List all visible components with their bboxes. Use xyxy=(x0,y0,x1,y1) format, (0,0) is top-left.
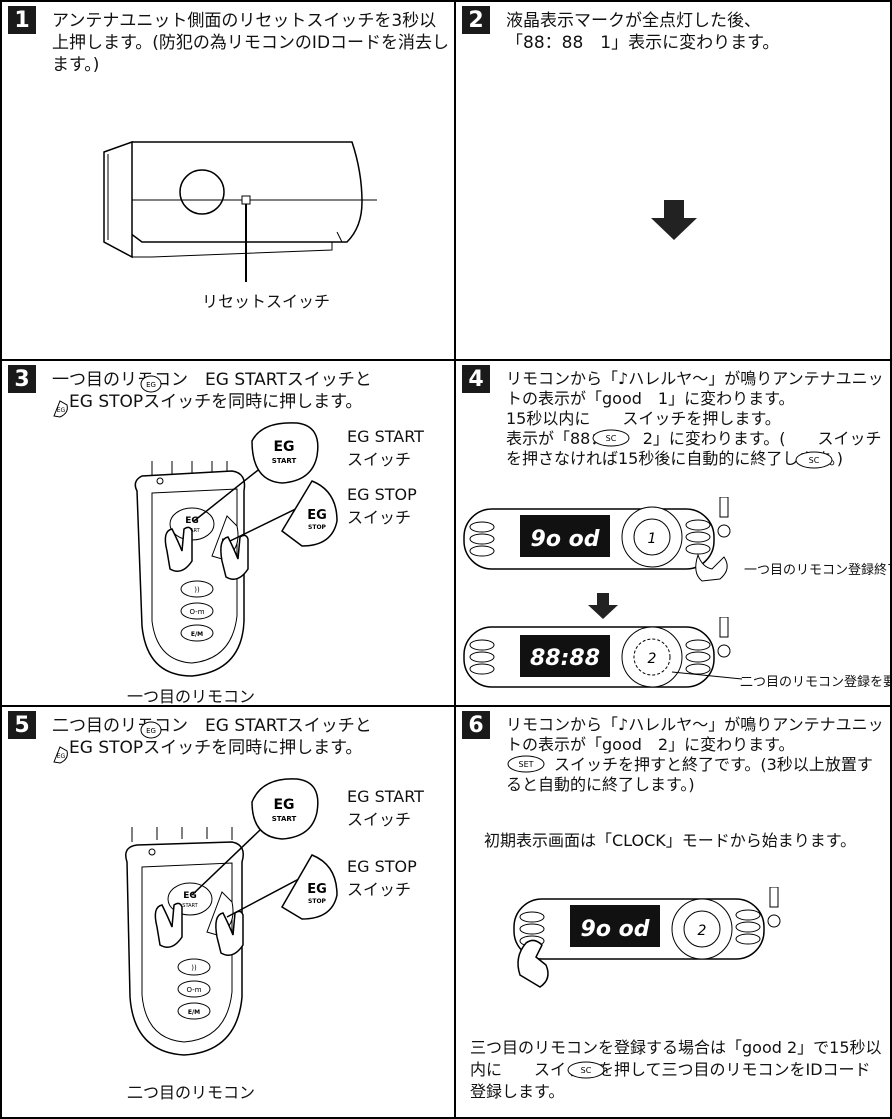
svg-text:E/M: E/M xyxy=(191,631,203,638)
eg-stop-icon-2: EG xyxy=(53,746,68,764)
eg-stop-switch-label-2: EG STOP スイッチ xyxy=(347,857,417,899)
svg-text:9o od: 9o od xyxy=(581,917,650,942)
set-button-icon: SET xyxy=(507,755,545,773)
svg-text:EG: EG xyxy=(307,508,327,523)
svg-text:START: START xyxy=(182,903,198,909)
remote-control-1-illustration: EG START EG )) O-m E/M EG START EG STOP xyxy=(134,422,338,677)
down-arrow-icon xyxy=(651,200,697,240)
step-5-number: 5 xyxy=(8,711,36,739)
display-unit-good-1: 9o od 1 xyxy=(463,497,731,582)
svg-text:EG: EG xyxy=(146,381,156,389)
svg-text:1: 1 xyxy=(648,531,657,547)
eg-start-icon: EG xyxy=(140,375,162,393)
svg-text:2: 2 xyxy=(648,651,657,667)
step-3-panel: 3 一つ目のリモコン EG STARTスイッチと EG STOPスイッチを同時に… xyxy=(0,359,456,707)
eg-stop-icon: EG xyxy=(53,400,68,418)
eg-start-switch-label-2: EG START スイッチ xyxy=(347,787,424,829)
antenna-unit-illustration xyxy=(103,140,377,282)
eg-stop-switch-label: EG STOP スイッチ xyxy=(347,485,417,527)
down-arrow-icon-2 xyxy=(588,593,618,619)
svg-text:SC: SC xyxy=(581,1066,592,1075)
svg-text:)): )) xyxy=(191,964,197,972)
eg-start-icon-2: EG xyxy=(140,721,162,739)
svg-text:EG: EG xyxy=(57,753,66,760)
step-2-text: 液晶表示マークが全点灯した後、 「88：88 1」表示に変わります。 xyxy=(506,11,780,53)
step-6-panel: 6 リモコンから「♪ハレルヤ～」が鳴りアンテナユニットの表示が「good 2」に… xyxy=(454,705,892,1119)
svg-text:EG: EG xyxy=(273,439,294,455)
svg-text:EG: EG xyxy=(185,516,199,526)
svg-text:START: START xyxy=(272,815,297,823)
sc-button-icon-2: SC xyxy=(795,451,833,469)
registration-done-label: 一つ目のリモコン登録終了 xyxy=(744,563,892,578)
svg-text:9o od: 9o od xyxy=(531,527,600,552)
svg-text:E/M: E/M xyxy=(188,1009,200,1016)
sc-button-icon-3: SC xyxy=(567,1061,605,1079)
reset-switch-label: リセットスイッチ xyxy=(202,292,331,311)
step-5-panel: 5 二つ目のリモコン EG STARTスイッチと EG STOPスイッチを同時に… xyxy=(0,705,456,1119)
display-unit-good-2: 9o od 2 xyxy=(513,887,781,988)
remote-control-2-illustration: EG START )) O-m E/M EG START EG STOP xyxy=(125,778,338,1056)
display-unit-8888-2: 88:88 2 xyxy=(463,617,742,688)
svg-text:)): )) xyxy=(194,586,200,594)
initial-screen-note: 初期表示画面は「CLOCK」モードから始まります。 xyxy=(484,831,857,850)
svg-text:EG: EG xyxy=(57,407,66,414)
svg-text:EG: EG xyxy=(273,797,294,813)
step-4-number: 4 xyxy=(462,365,490,393)
remote-2-caption: 二つ目のリモコン xyxy=(127,1083,256,1102)
svg-text:EG: EG xyxy=(307,882,327,897)
svg-text:O-m: O-m xyxy=(186,986,201,994)
sc-button-icon: SC xyxy=(592,429,630,447)
step-3-number: 3 xyxy=(8,365,36,393)
step-4-panel: 4 リモコンから「♪ハレルヤ～」が鳴りアンテナユニットの表示が「good 1」に… xyxy=(454,359,892,707)
step-2-number: 2 xyxy=(462,6,490,34)
eg-start-switch-label: EG START スイッチ xyxy=(347,427,424,469)
svg-text:SET: SET xyxy=(518,760,533,769)
step-1-number: 1 xyxy=(8,6,36,34)
svg-text:STOP: STOP xyxy=(308,898,327,905)
svg-text:88:88: 88:88 xyxy=(530,646,600,671)
remote-1-caption: 一つ目のリモコン xyxy=(127,687,256,706)
step-4-text: リモコンから「♪ハレルヤ～」が鳴りアンテナユニットの表示が「good 1」に変わ… xyxy=(506,369,884,468)
step-5-text: 二つ目のリモコン EG STARTスイッチと EG STOPスイッチを同時に押し… xyxy=(52,716,372,758)
svg-text:2: 2 xyxy=(698,923,707,939)
svg-text:EG: EG xyxy=(183,891,197,901)
svg-text:SC: SC xyxy=(809,456,820,465)
svg-text:STOP: STOP xyxy=(308,524,327,531)
registration-request-label: 二つ目のリモコン登録を要求 xyxy=(740,675,890,690)
svg-text:SC: SC xyxy=(606,434,617,443)
step-3-text: 一つ目のリモコン EG STARTスイッチと EG STOPスイッチを同時に押し… xyxy=(52,370,372,412)
svg-text:O-m: O-m xyxy=(189,608,204,616)
step-2-panel: 2 液晶表示マークが全点灯した後、 「88：88 1」表示に変わります。 xyxy=(454,0,892,361)
third-remote-note: 三つ目のリモコンを登録する場合は「good 2」で15秒以内に スイッチを押して… xyxy=(470,1038,882,1101)
step-6-text: リモコンから「♪ハレルヤ～」が鳴りアンテナユニットの表示が「good 2」に変わ… xyxy=(506,715,884,794)
svg-text:START: START xyxy=(272,457,297,465)
svg-text:EG: EG xyxy=(146,727,156,735)
step-1-panel: 1 アンテナユニット側面のリセットスイッチを3秒以上押します。(防犯の為リモコン… xyxy=(0,0,456,361)
step-6-number: 6 xyxy=(462,711,490,739)
step-1-text: アンテナユニット側面のリセットスイッチを3秒以上押します。(防犯の為リモコンのI… xyxy=(52,11,450,75)
